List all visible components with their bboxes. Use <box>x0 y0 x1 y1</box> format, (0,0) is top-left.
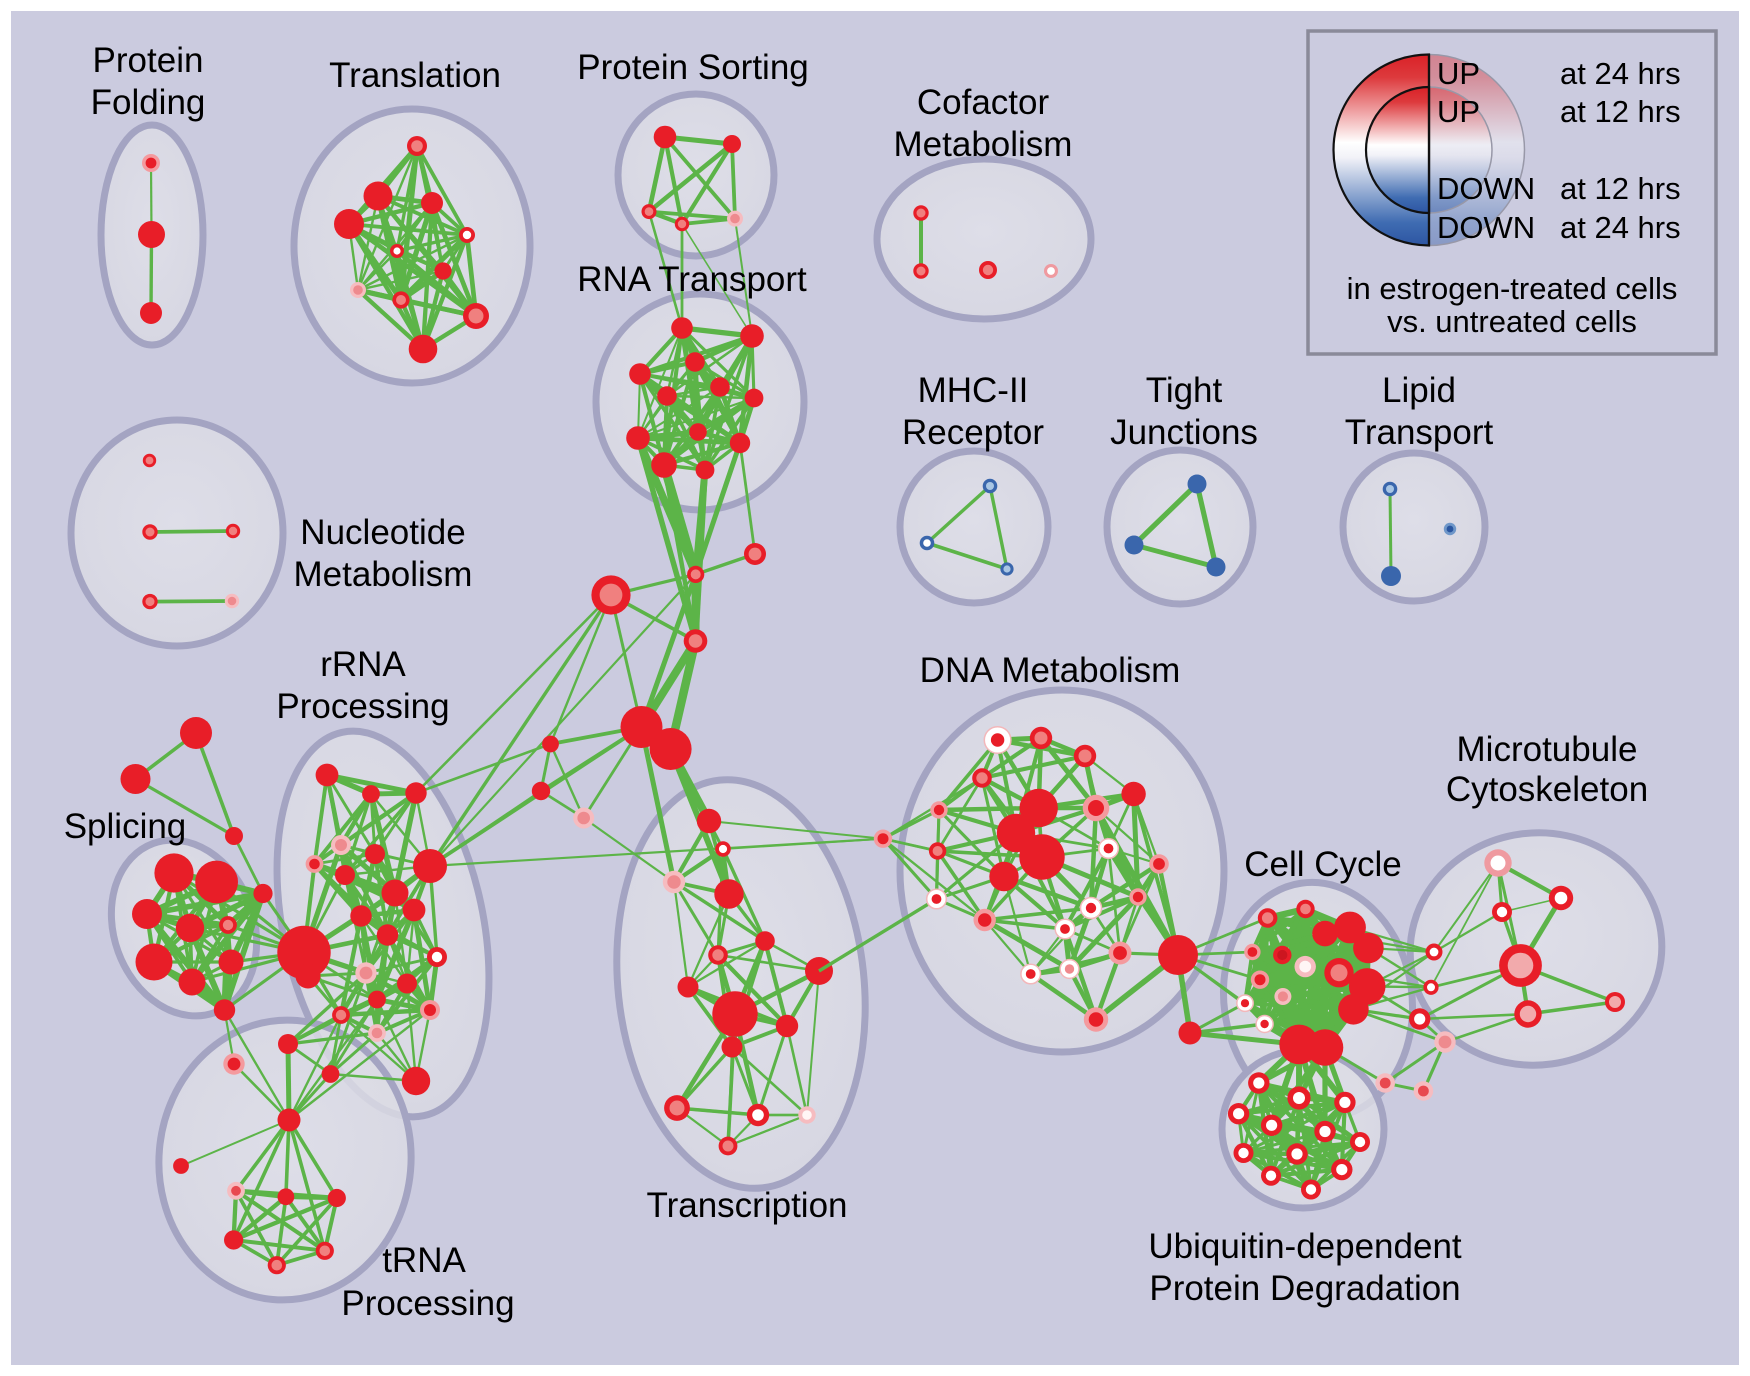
svg-text:tRNA: tRNA <box>382 1241 466 1280</box>
svg-text:at 12 hrs: at 12 hrs <box>1560 171 1681 206</box>
svg-text:at 12 hrs: at 12 hrs <box>1560 94 1681 129</box>
svg-text:MHC-II: MHC-II <box>918 371 1029 410</box>
svg-text:UP: UP <box>1437 94 1480 129</box>
svg-text:Cell Cycle: Cell Cycle <box>1244 845 1402 884</box>
svg-text:Junctions: Junctions <box>1110 413 1258 452</box>
svg-text:Transport: Transport <box>1345 413 1494 452</box>
svg-text:Tight: Tight <box>1146 371 1223 410</box>
svg-text:Transcription: Transcription <box>647 1186 848 1225</box>
svg-text:Metabolism: Metabolism <box>294 555 473 594</box>
svg-text:Cytoskeleton: Cytoskeleton <box>1446 770 1648 809</box>
svg-text:Receptor: Receptor <box>902 413 1044 452</box>
svg-text:Folding: Folding <box>91 83 206 122</box>
svg-text:at 24 hrs: at 24 hrs <box>1560 210 1681 245</box>
svg-text:Protein: Protein <box>93 41 204 80</box>
svg-text:Cofactor: Cofactor <box>917 83 1050 122</box>
svg-text:UP: UP <box>1437 56 1480 91</box>
svg-text:Translation: Translation <box>329 56 501 95</box>
svg-text:DOWN: DOWN <box>1437 171 1535 206</box>
svg-text:Nucleotide: Nucleotide <box>300 513 465 552</box>
svg-text:Ubiquitin-dependent: Ubiquitin-dependent <box>1148 1227 1462 1266</box>
svg-text:at 24 hrs: at 24 hrs <box>1560 56 1681 91</box>
svg-text:DNA Metabolism: DNA Metabolism <box>920 651 1181 690</box>
svg-text:Splicing: Splicing <box>64 807 187 846</box>
svg-text:Microtubule: Microtubule <box>1457 730 1638 769</box>
svg-text:in estrogen-treated cells: in estrogen-treated cells <box>1347 271 1678 306</box>
svg-text:Processing: Processing <box>341 1284 514 1323</box>
svg-text:Processing: Processing <box>276 687 449 726</box>
svg-text:RNA Transport: RNA Transport <box>577 260 807 299</box>
svg-text:rRNA: rRNA <box>320 645 406 684</box>
svg-text:Protein Degradation: Protein Degradation <box>1149 1269 1460 1308</box>
svg-text:vs. untreated cells: vs. untreated cells <box>1387 304 1637 339</box>
svg-text:Protein Sorting: Protein Sorting <box>577 48 809 87</box>
svg-text:DOWN: DOWN <box>1437 210 1535 245</box>
svg-text:Metabolism: Metabolism <box>894 125 1073 164</box>
svg-text:Lipid: Lipid <box>1382 371 1456 410</box>
